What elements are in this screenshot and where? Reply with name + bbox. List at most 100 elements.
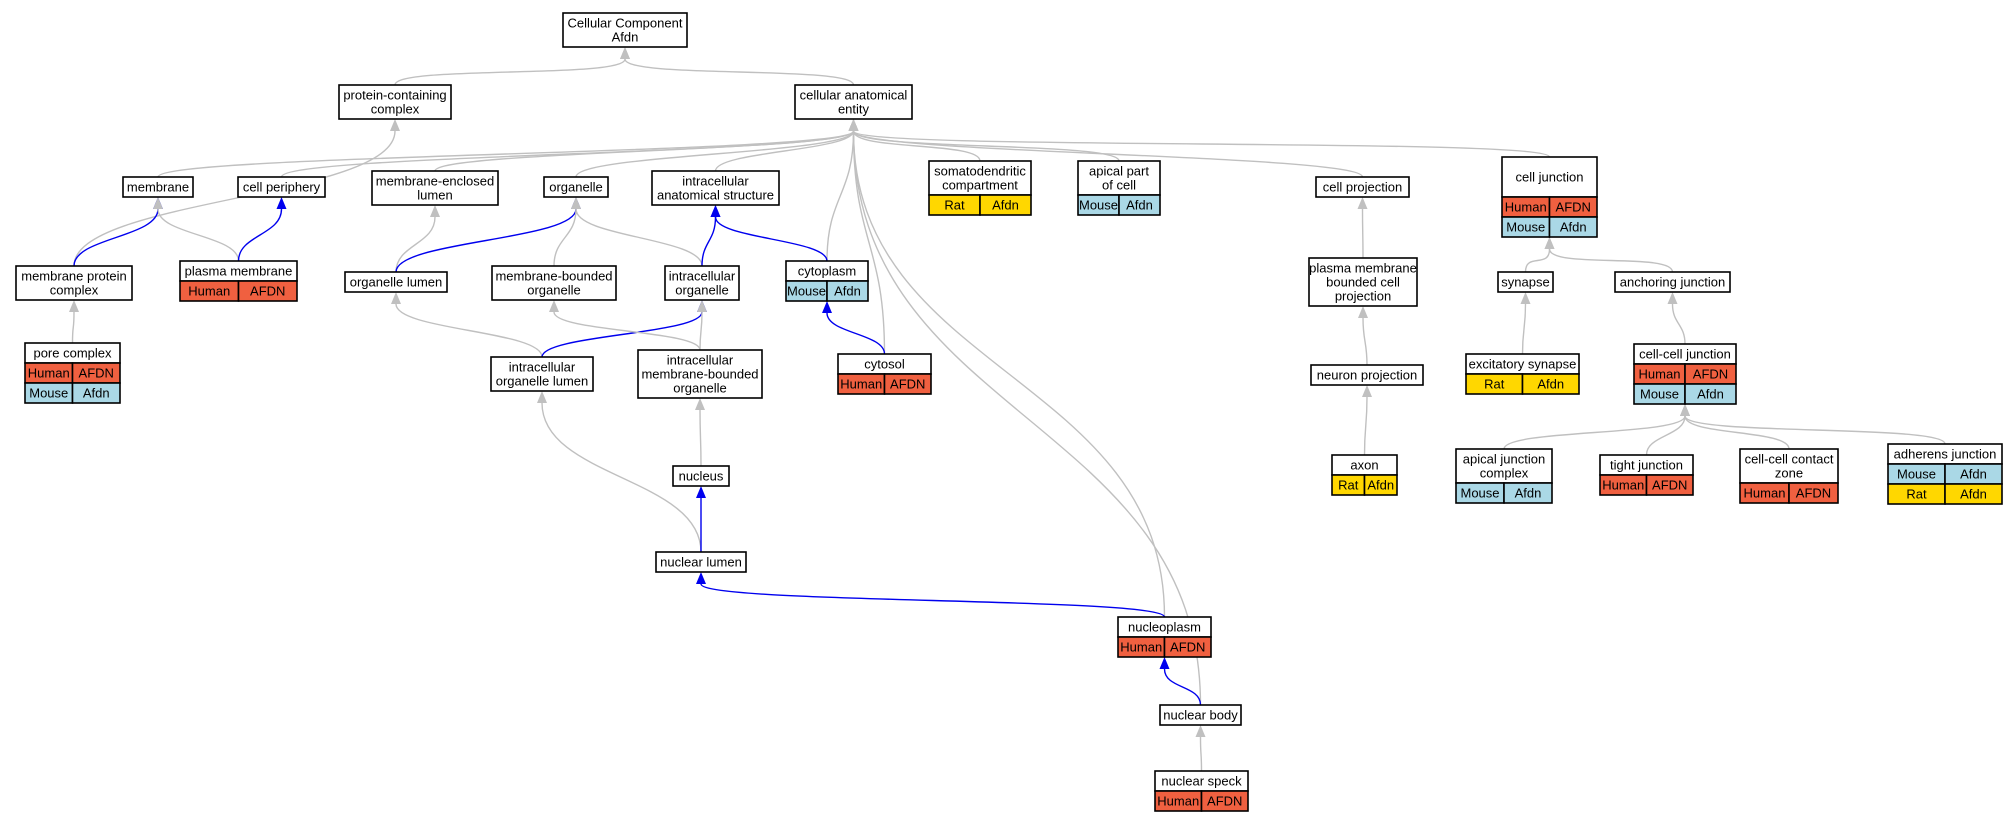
node-cellperiph[interactable]: cell periphery xyxy=(237,176,326,198)
edge-ias-to-cae xyxy=(714,130,855,172)
node-nuclumen[interactable]: nuclear lumen xyxy=(655,551,747,573)
node-nucspeck-human-gene-cell xyxy=(1200,790,1249,812)
node-cellproj-box xyxy=(1315,176,1410,198)
edge-io-to-ias xyxy=(701,216,717,267)
node-axon-species-label: Rat xyxy=(1338,478,1359,493)
node-anchjunc[interactable]: anchoring junction xyxy=(1614,271,1731,293)
node-cellproj-label-line: cell projection xyxy=(1323,180,1403,195)
arrowhead-mpc-to-pcc xyxy=(390,119,400,131)
node-cae-label-line: cellular anatomical xyxy=(800,88,908,103)
arrowhead-io-to-organelle xyxy=(571,197,581,209)
node-organelle[interactable]: organelle xyxy=(543,176,609,198)
node-nuclumen-label-line: nuclear lumen xyxy=(660,555,742,570)
node-imbo-box xyxy=(637,349,763,399)
node-somato-species-label: Rat xyxy=(944,198,965,213)
node-cellperiph-box xyxy=(237,176,326,198)
node-apical-label-line: apical part xyxy=(1089,164,1149,179)
arrowhead-nucspeck-to-nucbody xyxy=(1195,725,1206,737)
node-nucleoplasm-species-label: Human xyxy=(1120,640,1162,655)
node-io-box xyxy=(664,265,740,301)
node-orglumen[interactable]: organelle lumen xyxy=(344,271,448,293)
node-pcc-box xyxy=(338,84,452,120)
node-pore-gene-label: AFDN xyxy=(79,366,114,381)
arrowhead-nuclumen-to-nucleus xyxy=(696,486,706,498)
node-adherens-label-line: adherens junction xyxy=(1894,447,1997,462)
node-pcc-label-line: protein-containing xyxy=(343,88,446,103)
node-membrane[interactable]: membrane xyxy=(122,176,194,198)
node-axon-gene-label: Afdn xyxy=(1367,478,1394,493)
arrowhead-ccjunc-to-anchjunc xyxy=(1667,292,1678,304)
node-cccz-label-line: cell-cell contact xyxy=(1745,452,1834,467)
node-neuronproj[interactable]: neuron projection xyxy=(1310,364,1424,386)
node-ajc-mouse-gene-cell xyxy=(1503,482,1553,504)
edge-cytoplasm-to-cae xyxy=(826,130,855,262)
node-excsyn-label-line: excitatory synapse xyxy=(1469,357,1577,372)
arrowhead-nucbody-to-cae xyxy=(848,119,859,131)
node-pore-species-label: Human xyxy=(28,366,70,381)
edge-nucleoplasm-to-nuclumen xyxy=(700,583,1166,618)
node-ccjunc-species-label: Human xyxy=(1639,367,1681,382)
node-pore-species-label: Mouse xyxy=(29,386,68,401)
node-pmbcp-label-line: bounded cell xyxy=(1326,275,1400,290)
node-cc-box xyxy=(562,12,688,48)
edge-tj-to-ccjunc xyxy=(1645,415,1686,456)
node-imbo-label-line: organelle xyxy=(673,381,727,396)
node-cellperiph-label-line: cell periphery xyxy=(243,180,321,195)
node-io-label-line: intracellular xyxy=(669,269,736,284)
node-nucleus[interactable]: nucleus xyxy=(672,465,730,487)
node-ias-label-line: anatomical structure xyxy=(657,188,774,203)
node-pmbcp-box xyxy=(1308,257,1418,307)
node-ccjunc-gene-label: Afdn xyxy=(1697,387,1724,402)
node-ajc-gene-label: Afdn xyxy=(1515,486,1542,501)
arrowhead-orglumen-to-melumen xyxy=(430,205,440,217)
edge-mbo-to-organelle xyxy=(553,208,577,267)
node-cellproj[interactable]: cell projection xyxy=(1315,176,1410,198)
arrowhead-cytoplasm-to-ias xyxy=(710,205,721,217)
node-cytosol-human-gene-cell xyxy=(883,373,932,395)
edge-io-to-organelle xyxy=(575,208,703,267)
edge-orglumen-to-organelle xyxy=(395,208,577,273)
node-celljunc-species-label: Human xyxy=(1505,200,1547,215)
edge-nucspeck-to-nucbody xyxy=(1199,736,1203,772)
edge-cytoplasm-to-ias xyxy=(714,216,828,262)
edge-nucbody-to-nucleoplasm xyxy=(1163,668,1202,706)
edge-neuronproj-to-pmbcp xyxy=(1362,317,1368,366)
node-synapse[interactable]: synapse xyxy=(1497,271,1554,293)
node-nucspeck-label-line: nuclear speck xyxy=(1161,774,1242,789)
node-celljunc-mouse-gene-cell xyxy=(1548,216,1598,238)
node-synapse-box xyxy=(1497,271,1554,293)
node-nucbody[interactable]: nuclear body xyxy=(1159,704,1242,726)
node-cccz-label-line: zone xyxy=(1775,466,1803,481)
node-celljunc-gene-label: Afdn xyxy=(1560,220,1587,235)
node-neuronproj-box xyxy=(1310,364,1424,386)
node-pm-human-gene-cell xyxy=(237,280,298,302)
node-cae-label-line: entity xyxy=(838,102,870,117)
